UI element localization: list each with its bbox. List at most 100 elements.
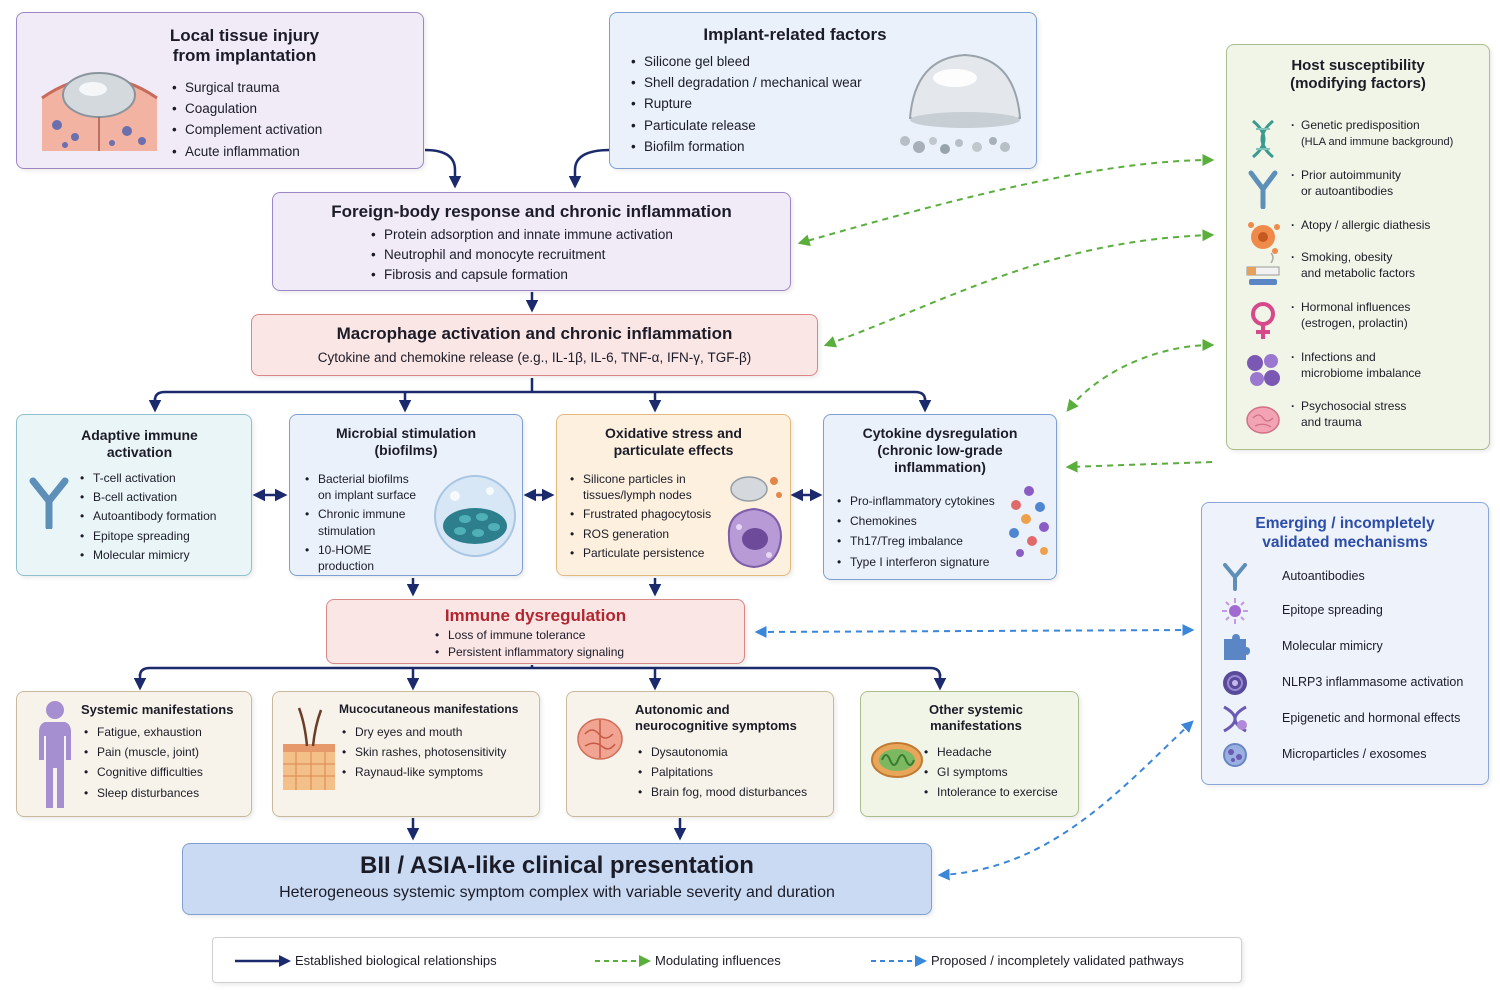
list-item: Raynaud-like symptoms: [339, 764, 506, 780]
legend-modulating-label: Modulating influences: [655, 953, 781, 968]
local-injury-title-line2: from implantation: [172, 46, 317, 66]
list-item: Persistent inflammatory signaling: [432, 644, 624, 660]
exosome-icon: [1223, 743, 1247, 767]
cigarette-icon: [1246, 252, 1280, 285]
emerging-title-line2: validated mechanisms: [1262, 533, 1428, 551]
arrow-injury-to-foreign-body: [424, 148, 462, 189]
host-title-line1: Host susceptibility: [1291, 57, 1425, 74]
host-factor-line2: and metabolic factors: [1301, 266, 1416, 281]
legend-proposed-label: Proposed / incompletely validated pathwa…: [931, 953, 1184, 968]
list-item: Surgical trauma: [169, 79, 322, 97]
list-item: Silicone gel bleed: [628, 53, 862, 71]
list-item: Brain fog, mood disturbances: [635, 784, 807, 800]
host-factor-line1: Hormonal influences: [1301, 300, 1411, 314]
list-item: Epitope spreading: [77, 528, 216, 544]
host-factor-line2: and trauma: [1301, 415, 1362, 430]
proposed-arrow-immune: [754, 624, 1195, 638]
microbial-title-line1: Microbial stimulation: [335, 425, 476, 441]
breast-implant-icon: [900, 53, 1022, 154]
brain-icon: [577, 718, 623, 760]
biofilm-icon: [434, 475, 516, 557]
list-item: Skin rashes, photosensitivity: [339, 744, 506, 760]
emerging-mechanism-label: Epitope spreading: [1282, 603, 1383, 617]
clinical-presentation-subtitle: Heterogeneous systemic symptom complex w…: [279, 884, 835, 901]
list-item: Pain (muscle, joint): [81, 744, 203, 760]
oxidative-title-line1: Oxidative stress and: [605, 425, 742, 441]
list-item: Biofilm formation: [628, 138, 862, 156]
host-factor-row: Hormonal influences(estrogen, prolactin): [1245, 299, 1489, 345]
systemic-title: Systemic manifestations: [81, 702, 234, 717]
inflammasome-icon: [1223, 671, 1247, 695]
list-item: Coagulation: [169, 100, 322, 118]
list-item: Fibrosis and capsule formation: [368, 266, 673, 284]
emerging-mechanism-row: Microparticles / exosomes: [1220, 741, 1488, 771]
other-systemic-title-line2: manifestations: [930, 717, 1022, 733]
list-item: GI symptoms: [921, 764, 1058, 780]
modulating-arrow-cytokine-top: [1066, 339, 1215, 412]
host-factor-row: Infections and microbiome imbalance: [1245, 349, 1489, 395]
host-factor-line2: or autoantibodies: [1301, 184, 1394, 199]
list-item: Acute inflammation: [169, 143, 322, 161]
host-factor-row: Atopy / allergic diathesis: [1245, 217, 1489, 263]
list-item: Dysautonomia: [635, 744, 807, 760]
macrophage-title: Macrophage activation and chronic inflam…: [336, 324, 733, 343]
legend-established-arrow-icon: [235, 955, 291, 967]
mast-cell-icon: [1248, 222, 1280, 254]
emerging-mechanism-row: NLRP3 inflammasome activation: [1220, 669, 1488, 699]
autonomic-title-line1: Autonomic and: [635, 702, 730, 717]
legend: Established biological relationships Mod…: [212, 937, 1242, 983]
host-factor-line1: Psychosocial stress: [1301, 399, 1407, 413]
list-item: Loss of immune tolerance: [432, 627, 624, 643]
modulating-arrow-foreign-body: [797, 154, 1215, 247]
local-injury-title-line1: Local tissue injury: [169, 26, 320, 45]
spread-icon: [1222, 598, 1248, 624]
emerging-mechanism-row: Molecular mimicry: [1220, 633, 1488, 663]
tissue-injury-illustration-icon: [41, 72, 158, 151]
clinical-presentation-title: BII / ASIA-like clinical presentation: [360, 852, 754, 879]
list-item: Sleep disturbances: [81, 785, 203, 801]
host-factor-line1: Smoking, obesity: [1301, 250, 1393, 264]
macrophage-activation-box: Macrophage activation and chronic inflam…: [251, 314, 818, 376]
list-item: Palpitations: [635, 764, 807, 780]
list-item: Particulate release: [628, 117, 862, 135]
emerging-mechanism-row: Epitope spreading: [1220, 597, 1488, 627]
list-item: Headache: [921, 744, 1058, 760]
cytokine-title-line1: Cytokine dysregulation: [862, 425, 1018, 441]
autonomic-neurocognitive-box: Autonomic and neurocognitive symptoms Dy…: [566, 691, 834, 817]
antibody-icon: [29, 477, 69, 529]
cytokine-title-line2: (chronic low-grade: [877, 441, 1003, 458]
list-item: Particulate persistence: [567, 545, 727, 561]
mucocutaneous-manifestations-box: Mucocutaneous manifestations Dry eyes an…: [272, 691, 540, 817]
antibody-icon: [1248, 170, 1278, 209]
list-item: Silicone particles in tissues/lymph node…: [567, 471, 703, 503]
arrow-immune-split: [138, 665, 942, 677]
host-factor-line1: Infections and: [1301, 350, 1376, 364]
dna-icon: [1252, 119, 1274, 159]
arrow-implant-to-foreign-body: [568, 148, 611, 189]
list-item: Bacterial biofilms on implant surface: [302, 471, 422, 503]
local-tissue-injury-box: Local tissue injury from implantation Su…: [16, 12, 424, 169]
foreign-body-response-box: Foreign-body response and chronic inflam…: [272, 192, 791, 291]
modulating-arrow-cytokine-side: [1065, 460, 1213, 473]
modulating-arrow-macrophage: [823, 229, 1215, 348]
list-item: Chemokines: [834, 513, 995, 529]
mucocutaneous-title: Mucocutaneous manifestations: [339, 702, 519, 716]
adaptive-title-line1: Adaptive immune: [81, 427, 198, 443]
cytokine-molecules-icon: [1009, 486, 1049, 557]
list-item: Th17/Treg imbalance: [834, 533, 995, 549]
legend-modulating-arrow-icon: [595, 955, 651, 967]
cytokine-title-line3: inflammation): [894, 458, 986, 475]
immune-dysregulation-title: Immune dysregulation: [444, 606, 627, 625]
host-factor-line2: microbiome imbalance: [1301, 366, 1422, 381]
host-factor-row: Smoking, obesity and metabolic factors: [1245, 249, 1489, 295]
microbe-icon: [1247, 354, 1280, 386]
puzzle-icon: [1224, 634, 1250, 660]
other-systemic-box: Other systemic manifestations Headache G…: [860, 691, 1079, 817]
emerging-mechanism-row: Epigenetic and hormonal effects: [1220, 705, 1488, 735]
adaptive-title-line2: activation: [106, 443, 173, 460]
host-factor-line1: Genetic predisposition: [1301, 118, 1420, 132]
list-item: Rupture: [628, 95, 862, 113]
skin-cross-section-icon: [283, 707, 335, 790]
